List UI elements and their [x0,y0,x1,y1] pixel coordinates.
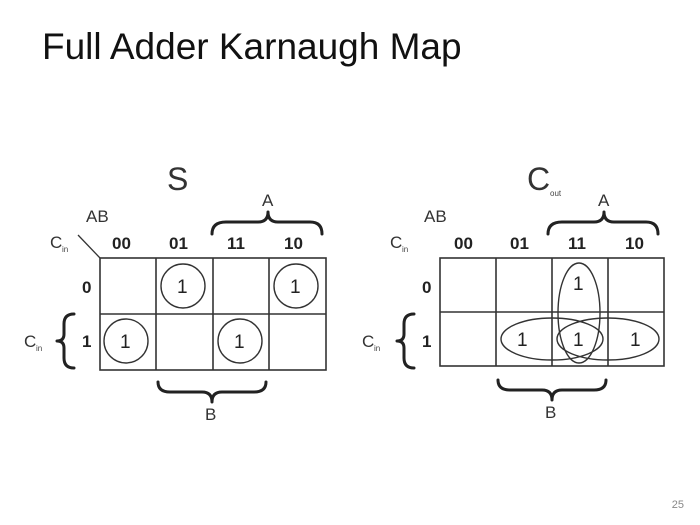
carry-col-header-10: 10 [625,234,644,253]
carry-col-header-11: 11 [568,234,586,253]
carry-loop-r1-c11-c10 [556,317,660,361]
carry-loop-r1-c01-c11 [500,317,604,361]
sum-col-var-sub: in [62,245,68,254]
carry-loop-column-11 [557,262,601,364]
carry-bottom-brace [496,378,608,402]
carry-top-brace-label: A [598,191,610,210]
sum-corner-divider [77,234,101,259]
carry-bottom-brace-label: B [545,403,556,422]
sum-side-brace [55,312,76,370]
carry-row-var-label: AB [424,207,447,226]
sum-loop-r1-c00 [103,318,149,364]
sum-grid [99,257,327,371]
sum-cell-r1-c11: 1 [234,332,245,353]
page-number: 25 [671,499,684,511]
slide-title: Full Adder Karnaugh Map [42,26,462,67]
sum-side-brace-sub: in [36,344,42,353]
carry-row-header-1: 1 [422,332,431,351]
sum-kmap: S A AB C in 00 01 11 10 0 1 C in 1 1 1 [24,161,327,424]
carry-grid [439,257,665,367]
sum-map-title: S [167,161,188,197]
sum-top-brace-label: A [262,191,274,210]
sum-cell-r0-c01: 1 [177,277,188,298]
sum-cell-r0-c10: 1 [290,277,301,298]
carry-top-brace [546,210,660,236]
carry-kmap: C out A AB C in 00 01 11 10 0 1 C in 1 1 [362,161,665,422]
carry-map-title: C [527,161,550,197]
carry-side-brace [395,312,416,370]
carry-col-header-01: 01 [510,234,529,253]
sum-row-var-label: AB [86,207,109,226]
carry-row-header-0: 0 [422,278,431,297]
carry-col-var-sub: in [402,245,408,254]
sum-col-var-label: C [50,233,62,252]
sum-row-header-1: 1 [82,332,91,351]
sum-col-header-11: 11 [227,234,245,253]
sum-side-brace-label: C [24,332,36,351]
sum-cell-r1-c00: 1 [120,332,131,353]
carry-map-title-sub: out [550,189,562,198]
carry-cell-r1-c11: 1 [573,330,584,351]
sum-col-header-00: 00 [112,234,131,253]
carry-cell-r0-c11: 1 [573,274,584,295]
sum-loop-r0-c01 [160,263,206,309]
sum-col-header-01: 01 [169,234,188,253]
carry-col-var-label: C [390,233,402,252]
sum-top-brace [210,210,324,236]
sum-row-header-0: 0 [82,278,91,297]
carry-cell-r1-c01: 1 [517,330,528,351]
carry-side-brace-label: C [362,332,374,351]
sum-loop-r1-c11 [217,318,263,364]
carry-cell-r1-c10: 1 [630,330,641,351]
sum-bottom-brace-label: B [205,405,216,424]
sum-loop-r0-c10 [273,263,319,309]
sum-col-header-10: 10 [284,234,303,253]
carry-side-brace-sub: in [374,344,380,353]
sum-bottom-brace [156,380,268,404]
carry-col-header-00: 00 [454,234,473,253]
